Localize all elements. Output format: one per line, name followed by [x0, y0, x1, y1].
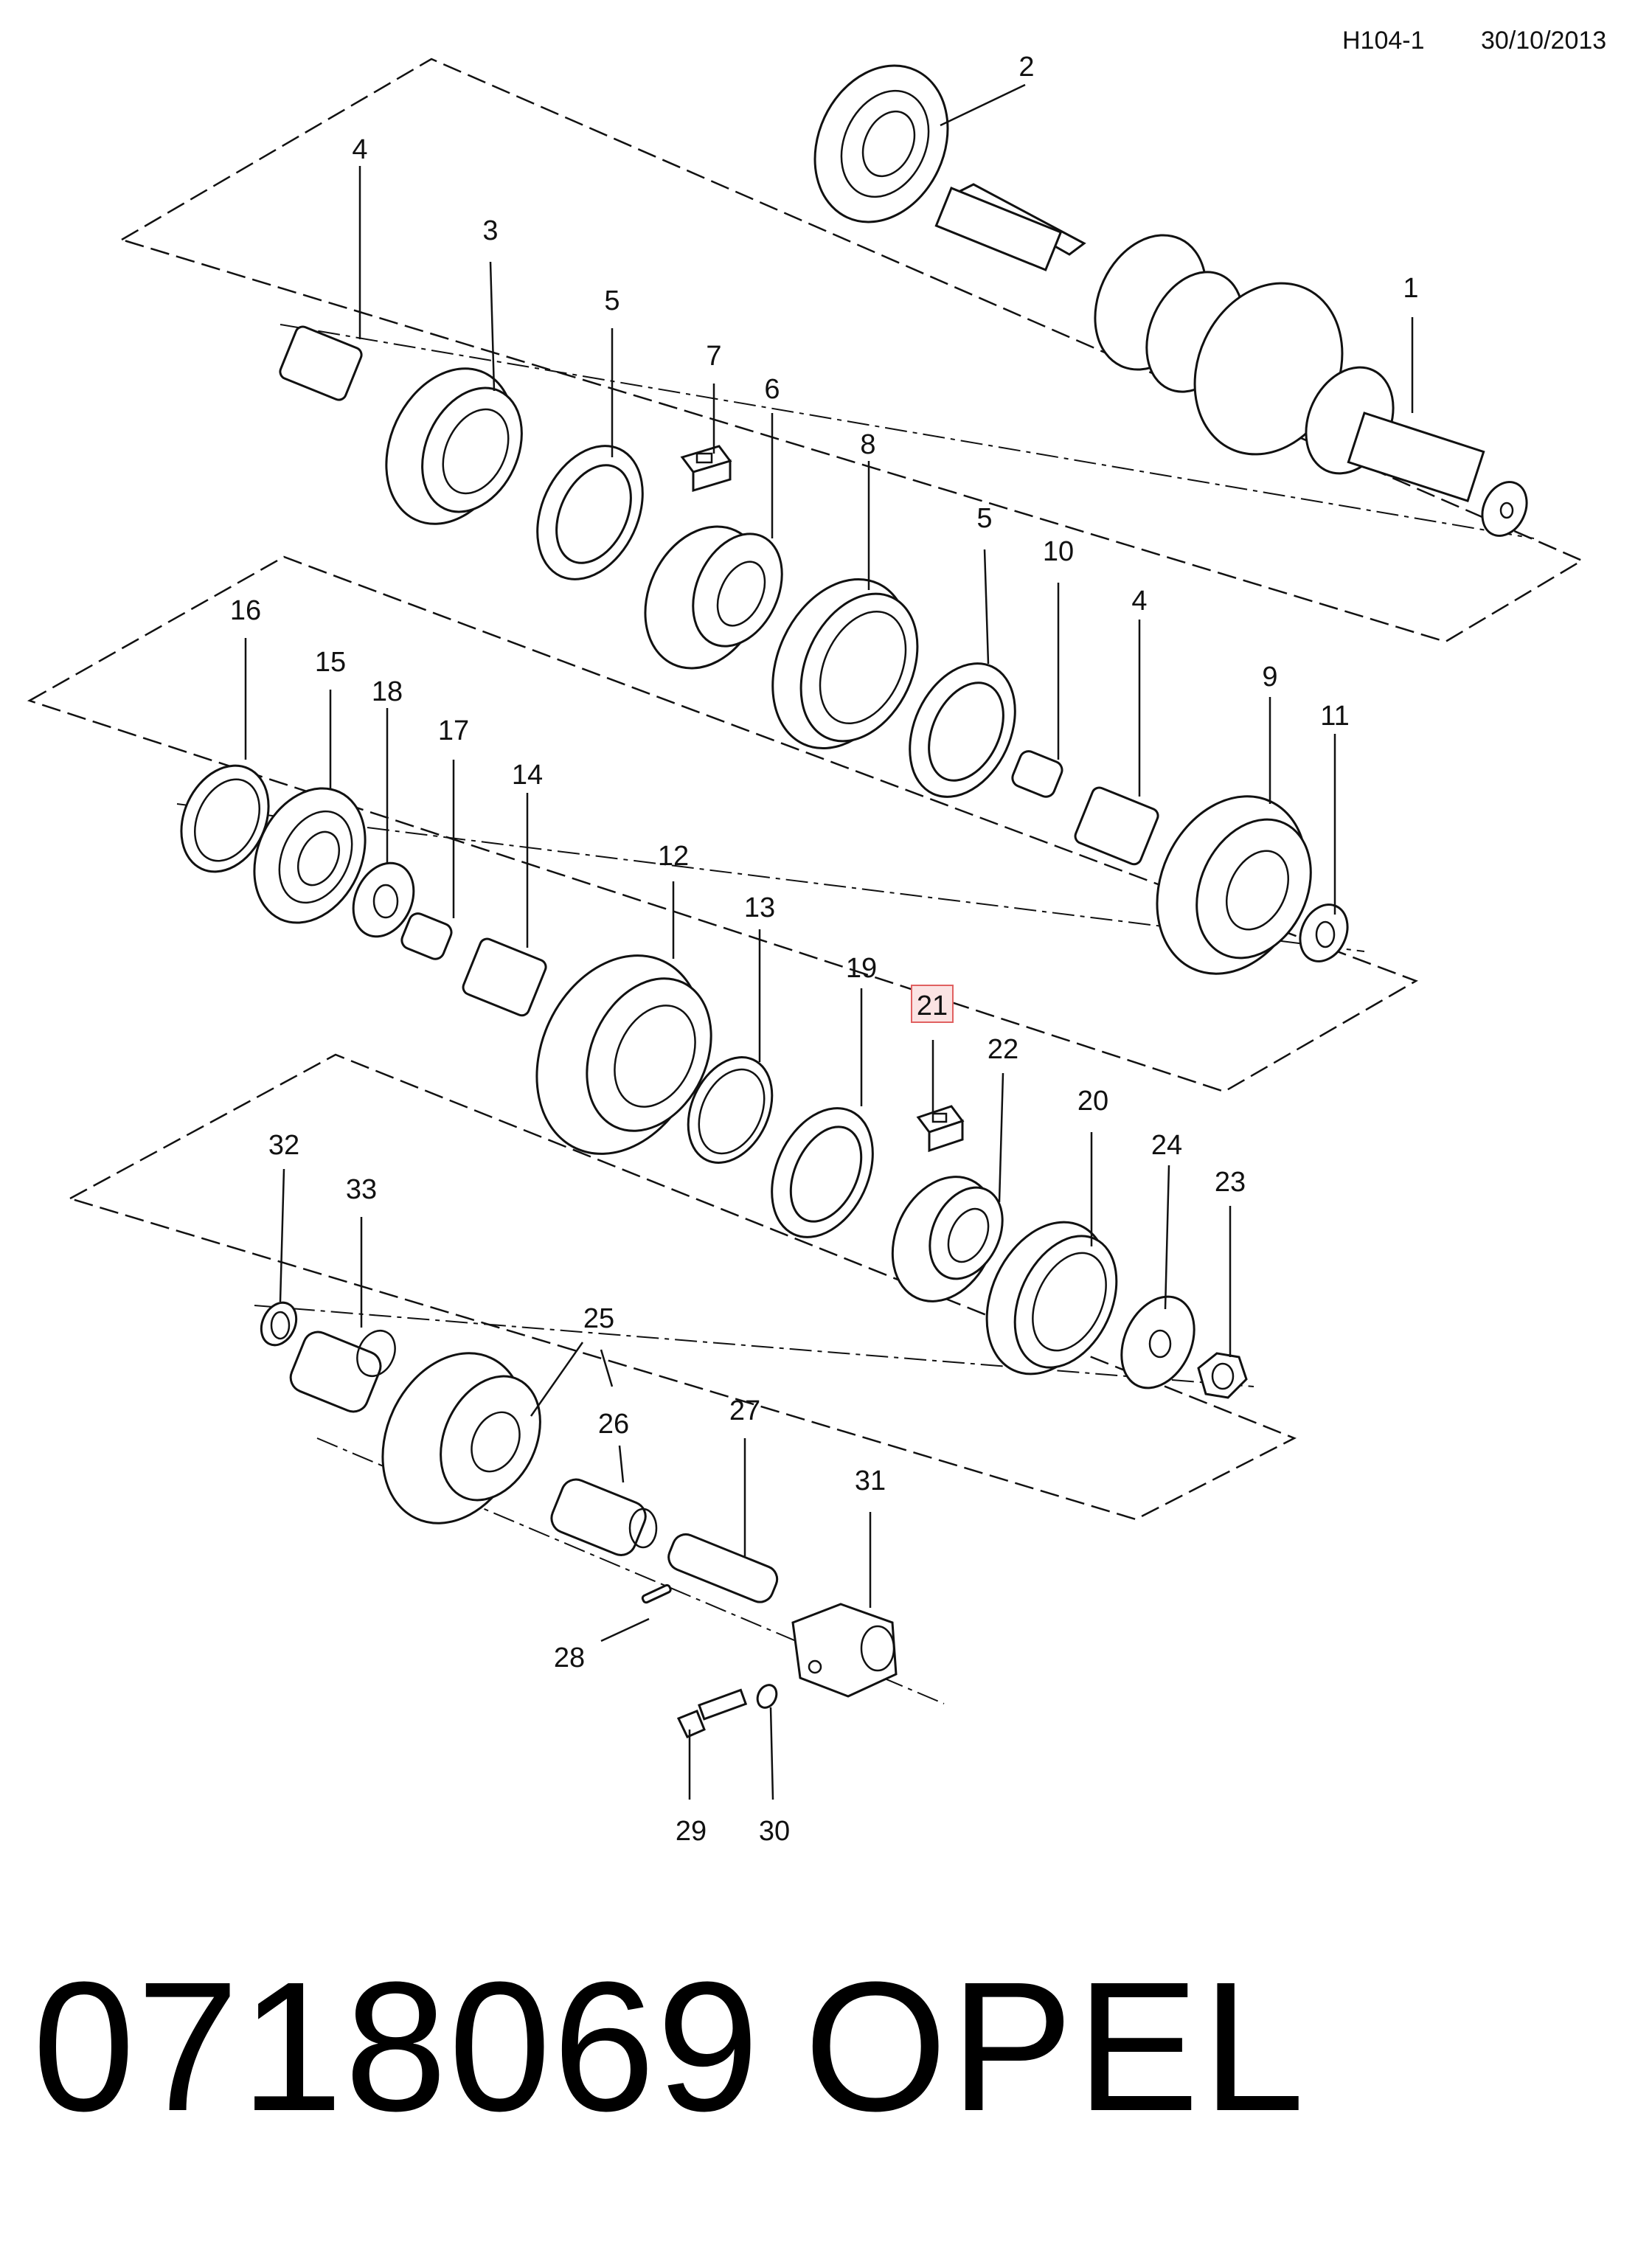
callout-21-highlight [911, 985, 954, 1023]
callout-27[interactable]: 27 [729, 1395, 760, 1426]
part-13-circlip[interactable] [672, 1044, 788, 1176]
part-26-bushing[interactable] [547, 1475, 658, 1559]
callout-6[interactable]: 6 [764, 374, 780, 405]
callout-5-top[interactable]: 5 [604, 285, 620, 316]
callout-5-bottom[interactable]: 5 [976, 503, 992, 534]
part-29-bolt[interactable] [676, 1688, 748, 1738]
part-30-washer[interactable] [754, 1682, 780, 1710]
part-28-roll-pin[interactable] [641, 1583, 672, 1604]
part-6-synchro-hub[interactable] [623, 507, 799, 688]
callout-26[interactable]: 26 [598, 1409, 629, 1440]
callout-15[interactable]: 15 [315, 647, 346, 678]
part-16-snap-ring[interactable] [164, 752, 285, 886]
part-3-gear[interactable] [362, 347, 541, 544]
callout-24[interactable]: 24 [1151, 1130, 1182, 1161]
callout-18[interactable]: 18 [372, 676, 403, 707]
callout-16[interactable]: 16 [230, 595, 261, 626]
part-17-bushing[interactable] [399, 911, 454, 962]
callout-7[interactable]: 7 [706, 341, 721, 372]
part-31-support-bracket[interactable] [791, 1603, 898, 1698]
part-19-synchro-ring[interactable] [752, 1092, 892, 1253]
callout-31[interactable]: 31 [855, 1465, 886, 1496]
centerline-middle [176, 803, 1365, 952]
part-33-collar[interactable] [286, 1325, 402, 1416]
callout-4-bottom[interactable]: 4 [1131, 586, 1147, 617]
callout-22[interactable]: 22 [988, 1034, 1018, 1065]
centerline-lower [254, 1305, 1254, 1387]
part-18-washer[interactable] [342, 853, 426, 946]
callout-numbers: 1 2 3 4 5 7 6 8 5 10 4 9 11 16 15 18 17 … [230, 52, 1419, 1847]
brand-name: OPEL [804, 1943, 1308, 2149]
part-24-lock-plate[interactable] [1108, 1285, 1209, 1400]
part-9-gear[interactable] [1129, 772, 1334, 999]
part-14-needle-bearing[interactable] [461, 937, 548, 1018]
part-23-nut[interactable] [1197, 1352, 1248, 1399]
part-7-key[interactable] [680, 445, 732, 493]
callout-2[interactable]: 2 [1018, 52, 1034, 83]
callout-4-top[interactable]: 4 [352, 134, 367, 165]
callout-21[interactable]: 21 [917, 991, 948, 1021]
callout-13[interactable]: 13 [744, 892, 775, 923]
part-20-synchro-sleeve[interactable] [963, 1202, 1136, 1393]
part-21-key[interactable] [916, 1105, 965, 1153]
part-32-circlip[interactable] [254, 1297, 302, 1351]
group-box-mainshaft [119, 58, 1584, 643]
callout-10[interactable]: 10 [1043, 536, 1074, 567]
part-5-synchro-ring-top[interactable] [517, 429, 663, 596]
callout-23[interactable]: 23 [1215, 1167, 1246, 1198]
part-2-bearing[interactable] [790, 44, 972, 243]
part-27-idler-shaft[interactable] [664, 1530, 781, 1606]
part-12-gear[interactable] [506, 929, 735, 1182]
callout-3[interactable]: 3 [482, 215, 498, 246]
callout-29[interactable]: 29 [676, 1816, 707, 1847]
drawing-code: H104-1 [1342, 27, 1425, 55]
part-5-synchro-ring-bottom[interactable] [889, 646, 1035, 813]
drawing-date: 30/10/2013 [1481, 27, 1607, 55]
part-15-bearing[interactable] [233, 770, 386, 940]
part-4-needle-bearing-bottom[interactable] [1073, 785, 1160, 867]
centerline-top [280, 324, 1535, 539]
callout-19[interactable]: 19 [846, 953, 877, 984]
group-box-countershaft [27, 555, 1418, 1093]
callout-28[interactable]: 28 [554, 1642, 585, 1673]
callout-12[interactable]: 12 [658, 841, 689, 872]
callout-20[interactable]: 20 [1077, 1086, 1108, 1117]
part-8-synchro-sleeve[interactable] [746, 557, 940, 770]
callout-14[interactable]: 14 [512, 760, 543, 791]
part-number: 0718069 [32, 1943, 761, 2149]
callout-11[interactable]: 11 [1320, 701, 1349, 732]
part-25-reverse-idler-gear[interactable] [356, 1330, 560, 1547]
leader-lines [244, 83, 1414, 1800]
callout-1[interactable]: 1 [1403, 273, 1418, 304]
callout-9[interactable]: 9 [1262, 662, 1277, 693]
callout-33[interactable]: 33 [346, 1174, 377, 1205]
callout-32[interactable]: 32 [268, 1130, 299, 1161]
part-11-thrust-washer[interactable] [1291, 897, 1356, 969]
group-box-reverse [67, 1053, 1297, 1521]
callout-8[interactable]: 8 [860, 429, 875, 460]
part-4-needle-bearing-top[interactable] [278, 325, 364, 402]
callout-21-highlight-fill [912, 986, 952, 1021]
callout-17[interactable]: 17 [438, 715, 469, 746]
part-1-mainshaft[interactable] [934, 183, 1535, 543]
part-22-synchro-hub[interactable] [873, 1160, 1016, 1318]
callout-25[interactable]: 25 [583, 1303, 614, 1334]
part-10-bushing[interactable] [1010, 749, 1064, 799]
callout-30[interactable]: 30 [759, 1816, 790, 1847]
